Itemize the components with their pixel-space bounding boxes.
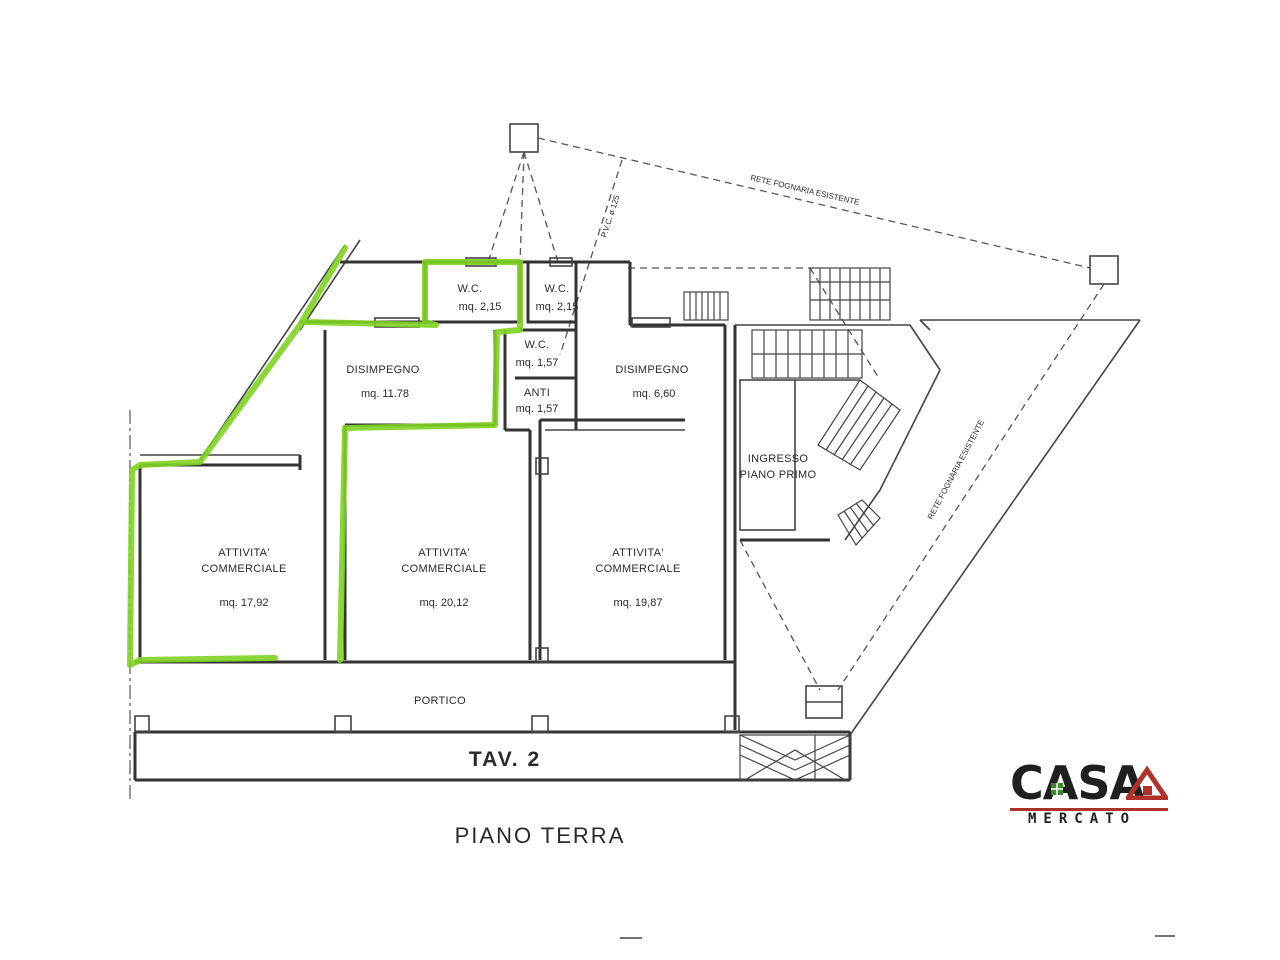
attivita1-name1: ATTIVITA' (218, 547, 269, 559)
window-icon (1051, 783, 1063, 795)
rete-label-right: RETE FOGNARIA ESISTENTE (926, 418, 986, 521)
wc3-area: mq. 1,57 (516, 357, 559, 369)
piano-title: PIANO TERRA (455, 823, 626, 848)
attivita3-name2: COMMERCIALE (595, 563, 680, 575)
manhole-right (1089, 255, 1119, 285)
attivita1-area: mq. 17,92 (220, 597, 269, 609)
attivita3-name1: ATTIVITA' (612, 547, 663, 559)
ingresso-name2: PIANO PRIMO (740, 469, 817, 481)
wc2-area: mq. 2,15 (536, 301, 579, 313)
wc1-name: W.C. (457, 283, 482, 295)
attivita3-area: mq. 19,87 (614, 597, 663, 609)
pvc-label: P.V.C. ø 125 (599, 193, 621, 238)
anti-area: mq. 1,57 (516, 403, 559, 415)
attivita1-name2: COMMERCIALE (201, 563, 286, 575)
ingresso-name1: INGRESSO (748, 453, 809, 465)
casa-mercato-logo: C A S A MERCATO (1010, 760, 1180, 832)
attivita2-area: mq. 20,12 (420, 597, 469, 609)
attivita2-name2: COMMERCIALE (401, 563, 486, 575)
stairs (683, 267, 901, 781)
wc1-area: mq. 2,15 (459, 301, 502, 313)
logo-letter-s: S (1077, 756, 1110, 810)
sewer-lines (487, 137, 1105, 691)
house-icon (1126, 766, 1168, 800)
disimpegno1-name: DISIMPEGNO (346, 364, 419, 376)
walls (129, 239, 1141, 800)
rete-label-top: RETE FOGNARIA ESISTENTE (750, 173, 861, 207)
anti-name: ANTI (524, 387, 550, 399)
disimpegno1-area: mq. 11.78 (361, 388, 409, 400)
disimpegno2-name: DISIMPEGNO (615, 364, 688, 376)
tav-title: TAV. 2 (469, 748, 541, 771)
manhole-top (509, 123, 539, 153)
logo-subtitle: MERCATO (1010, 808, 1168, 827)
wc3-name: W.C. (524, 339, 549, 351)
unit-highlight (127, 245, 348, 668)
portico-name: PORTICO (414, 695, 466, 707)
wc2-name: W.C. (544, 283, 569, 295)
disimpegno2-area: mq. 6,60 (633, 388, 676, 400)
unit-highlight-inner (302, 259, 523, 663)
attivita2-name1: ATTIVITA' (418, 547, 469, 559)
logo-letter-c: C (1010, 756, 1044, 810)
